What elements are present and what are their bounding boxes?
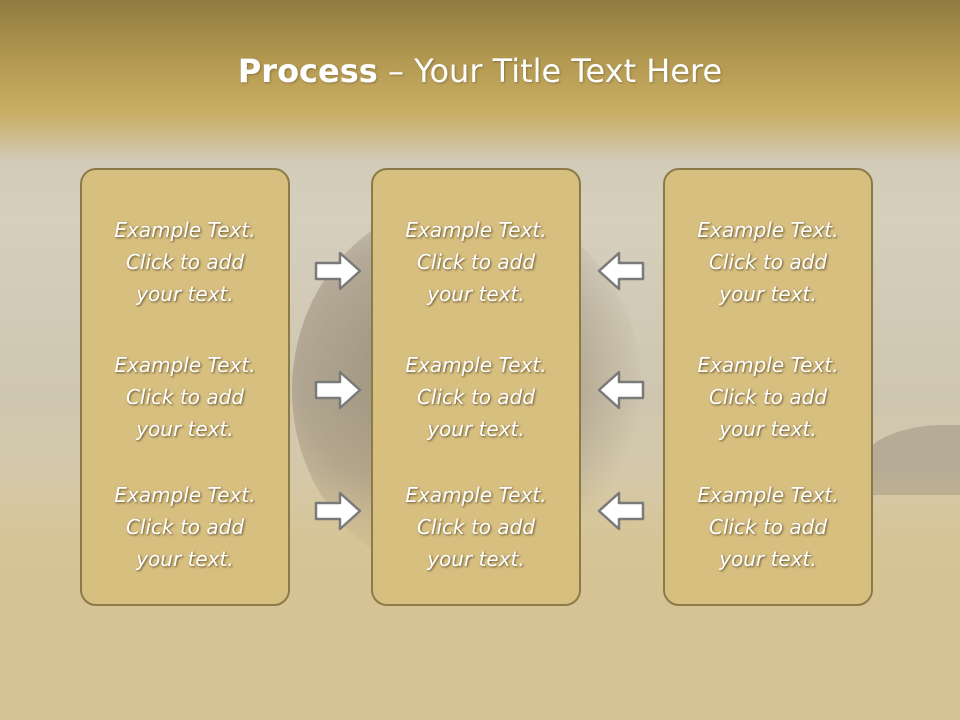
- right-text-box[interactable]: Example Text. Click to add your text. Ex…: [663, 168, 873, 606]
- middle-item-3-text[interactable]: Example Text. Click to add your text.: [405, 483, 547, 571]
- left-item-2-text[interactable]: Example Text. Click to add your text.: [114, 353, 256, 441]
- middle-text-box[interactable]: Example Text. Click to add your text. Ex…: [371, 168, 581, 606]
- middle-item-2-text[interactable]: Example Text. Click to add your text.: [405, 353, 547, 441]
- title-band: [0, 0, 960, 160]
- middle-item-1-text[interactable]: Example Text. Click to add your text.: [405, 218, 547, 306]
- arrow-left-icon: [597, 491, 645, 531]
- left-item-3-text[interactable]: Example Text. Click to add your text.: [114, 483, 256, 571]
- right-item-3-text[interactable]: Example Text. Click to add your text.: [697, 483, 839, 571]
- right-item-2-text[interactable]: Example Text. Click to add your text.: [697, 353, 839, 441]
- arrow-right-icon: [314, 251, 362, 291]
- title-rest: – Your Title Text Here: [377, 52, 723, 90]
- arrow-left-icon: [597, 370, 645, 410]
- right-item-1-text[interactable]: Example Text. Click to add your text.: [697, 218, 839, 306]
- arrow-right-icon: [314, 370, 362, 410]
- page-title[interactable]: Process – Your Title Text Here: [0, 52, 960, 90]
- left-text-box[interactable]: Example Text. Click to add your text. Ex…: [80, 168, 290, 606]
- left-item-1-text[interactable]: Example Text. Click to add your text.: [114, 218, 256, 306]
- title-bold: Process: [237, 52, 378, 90]
- arrow-left-icon: [597, 251, 645, 291]
- arrow-right-icon: [314, 491, 362, 531]
